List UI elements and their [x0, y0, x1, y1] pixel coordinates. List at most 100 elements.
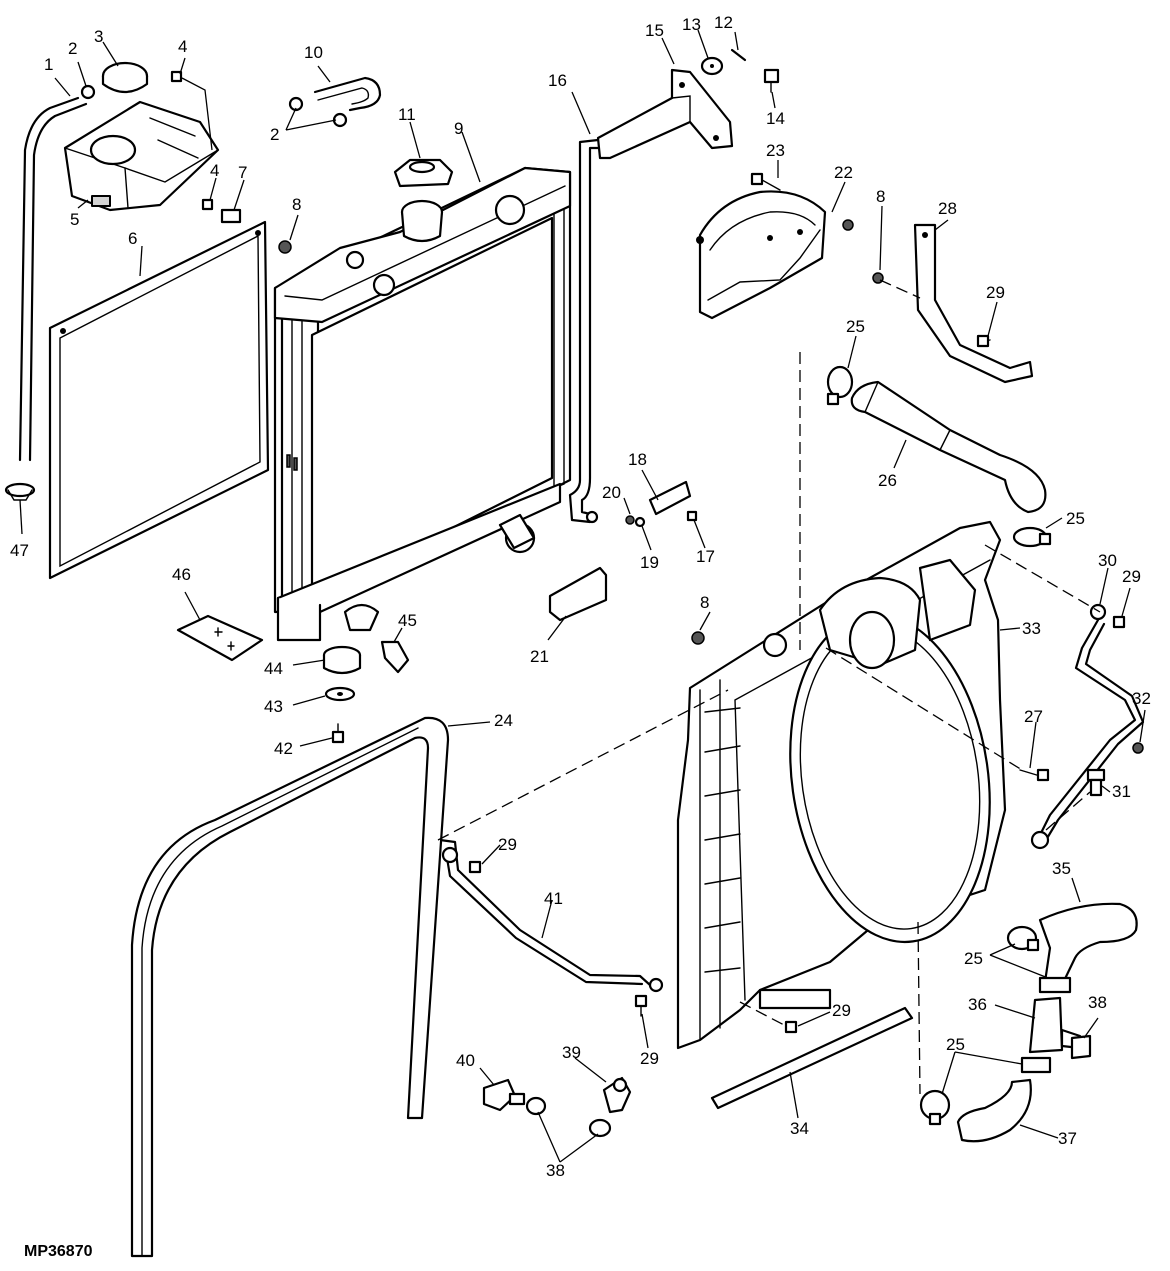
callout-22: 22 [834, 163, 853, 182]
callout-31: 31 [1112, 782, 1131, 801]
callout-18: 18 [628, 450, 647, 469]
callout-40: 40 [456, 1051, 475, 1070]
callout-27: 27 [1024, 707, 1043, 726]
part-25-clamp-c [1006, 925, 1040, 952]
part-25-clamp-a [826, 365, 854, 406]
callout-43: 43 [264, 697, 283, 716]
part-40-fitting [482, 1078, 526, 1112]
part-38-clamp-a [525, 1096, 547, 1116]
part-18-bracket [648, 480, 692, 516]
callout-12: 12 [714, 13, 733, 32]
callout-14: 14 [766, 109, 785, 128]
callout-37: 37 [1058, 1129, 1077, 1148]
callout-16: 16 [548, 71, 567, 90]
part-29-bolt-b [1112, 615, 1126, 629]
part-2-clamp-a [80, 84, 96, 100]
assembly-dashed-lines [437, 279, 1101, 1095]
callout-35: 35 [1052, 859, 1071, 878]
callout-25-d: 25 [946, 1035, 965, 1054]
part-8-nut-a [278, 240, 292, 254]
callout-46: 46 [172, 565, 191, 584]
part-17-bolt [686, 510, 698, 522]
part-45-drain [380, 640, 410, 674]
part-21-bracket [548, 566, 608, 622]
callout-28: 28 [938, 199, 957, 218]
callout-47: 47 [10, 541, 29, 560]
callout-29-b: 29 [1122, 567, 1141, 586]
part-20-nut [625, 515, 635, 525]
part-29-bolt-d [634, 994, 648, 1017]
callout-labels: 1 2 3 4 5 6 7 8 9 10 11 12 13 14 15 16 1… [10, 13, 1151, 1180]
callout-8-b: 8 [876, 187, 885, 206]
part-6-screen [48, 220, 270, 580]
callout-8-c: 8 [700, 593, 709, 612]
part-4-bolt-b [201, 198, 214, 211]
callout-25-b: 25 [1066, 509, 1085, 528]
callout-44: 44 [264, 659, 283, 678]
callout-25: 25 [846, 317, 865, 336]
callout-36: 36 [968, 995, 987, 1014]
part-22-shroud-top [696, 190, 827, 320]
part-29-bolt-e [784, 1020, 798, 1034]
part-32-metal-line [1030, 603, 1145, 850]
part-41-metal-line [438, 838, 664, 993]
part-15-mounting-bracket [596, 68, 734, 160]
part-11-radiator-cap [393, 158, 454, 243]
callout-6: 6 [128, 229, 137, 248]
part-33-fan-shroud [676, 520, 1007, 1050]
callout-29-c: 29 [498, 835, 517, 854]
callout-42: 42 [274, 739, 293, 758]
part-19-washer [634, 516, 646, 528]
part-8-nut-b [842, 219, 854, 231]
part-8-nut-c [872, 272, 884, 284]
part-46-plate [176, 614, 264, 662]
callout-39: 39 [562, 1043, 581, 1062]
callout-23: 23 [766, 141, 785, 160]
callout-4: 4 [178, 37, 187, 56]
figure-id: MP36870 [24, 1243, 93, 1260]
callout-5: 5 [70, 210, 79, 229]
callout-33: 33 [1022, 619, 1041, 638]
callout-26: 26 [878, 471, 897, 490]
part-7-bracket [220, 208, 242, 224]
part-24-seal [130, 716, 450, 1258]
part-36-tee-fitting [1020, 976, 1082, 1074]
part-42-bolt [331, 723, 345, 744]
part-31-fitting [1086, 768, 1106, 797]
callout-38-left: 38 [546, 1161, 565, 1180]
part-29-bolt-c [468, 860, 482, 874]
part-2-clamp-b [288, 96, 304, 112]
callout-10: 10 [304, 43, 323, 62]
part-27-bolt [1019, 768, 1050, 782]
callout-34: 34 [790, 1119, 809, 1138]
callout-15: 15 [645, 21, 664, 40]
callout-21: 21 [530, 647, 549, 666]
part-47-hose-clamp [4, 482, 36, 501]
part-26-upper-hose [850, 380, 1047, 514]
part-1-overflow-tube [18, 96, 88, 462]
part-25-clamp-b [1012, 526, 1052, 548]
callout-20: 20 [602, 483, 621, 502]
part-4-bolt-a [170, 70, 183, 83]
part-9-radiator [273, 166, 572, 642]
callout-11: 11 [398, 105, 416, 124]
part-3-reservoir-cap [101, 61, 149, 94]
part-35-lower-hose [1038, 902, 1138, 987]
part-8-nut-d [691, 631, 705, 645]
callout-2: 2 [68, 39, 77, 58]
callout-4-b: 4 [210, 161, 219, 180]
part-38-elbow [1070, 1034, 1092, 1060]
part-14-bolt [763, 68, 780, 93]
callout-29-e: 29 [832, 1001, 851, 1020]
part-23-bolt [750, 172, 781, 191]
callout-3: 3 [94, 27, 103, 46]
callout-45: 45 [398, 611, 417, 630]
part-32-nut [1132, 742, 1144, 754]
part-25-clamp-d [919, 1089, 951, 1126]
part-43-washer [324, 686, 356, 702]
part-38-clamp-b [588, 1118, 612, 1138]
part-34-seal-strip [710, 1006, 914, 1110]
callout-29: 29 [986, 283, 1005, 302]
callout-38-right: 38 [1088, 993, 1107, 1012]
